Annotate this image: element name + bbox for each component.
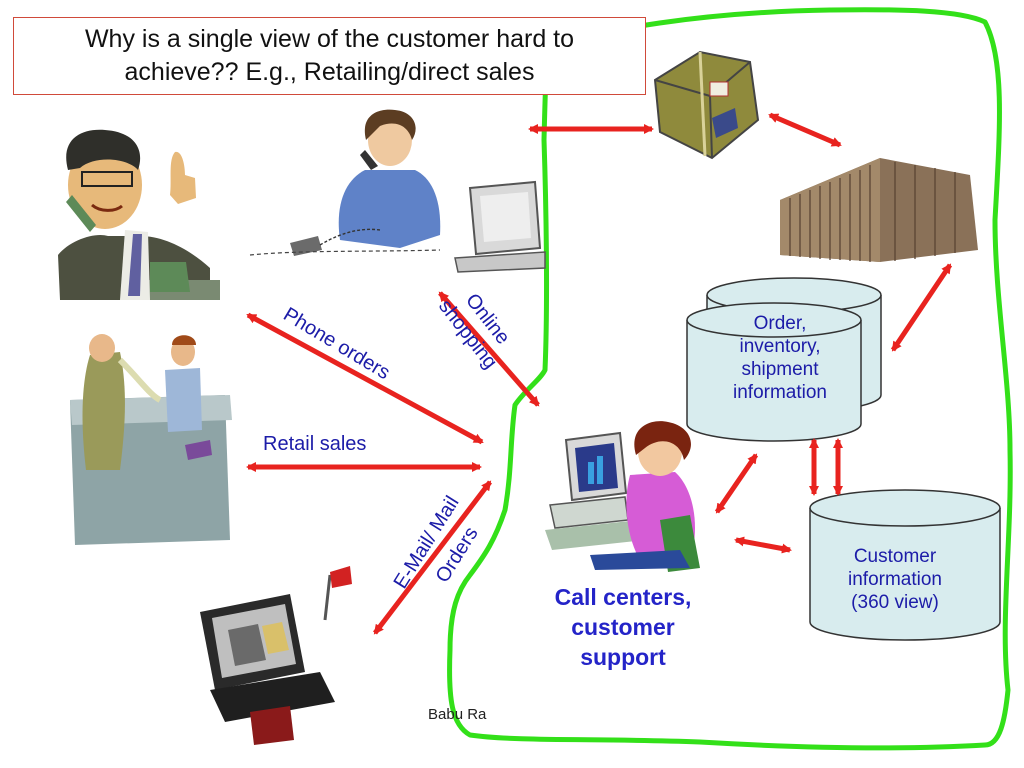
- arrow-package-warehouse: [768, 112, 842, 148]
- order-db-line: inventory,: [739, 336, 821, 357]
- customer-db-label: Customer information (360 view): [815, 545, 975, 614]
- order-database-cylinder: [686, 277, 882, 442]
- call-center-line: support: [580, 644, 666, 670]
- label-retail-sales: Retail sales: [263, 433, 367, 455]
- customer-db-line: (360 view): [851, 592, 939, 613]
- arrow-agent-order-db: [714, 453, 759, 514]
- arrow-email-orders: [373, 480, 492, 635]
- call-center-label: Call centers, customer support: [533, 582, 713, 672]
- call-center-agent-icon: [545, 421, 700, 572]
- phone-man-icon: [58, 129, 220, 300]
- mail-computer-icon: [200, 566, 352, 745]
- customer-db-line: Customer: [853, 546, 937, 567]
- customer-db-line: information: [848, 569, 942, 590]
- title-line-2: achieve?? E.g., Retailing/direct sales: [124, 58, 535, 86]
- phone-woman-computer-icon: [249, 109, 546, 273]
- arrow-agent-customer-db: [734, 536, 792, 554]
- page-title: Why is a single view of the customer har…: [85, 23, 574, 89]
- arrow-online-shopping: [438, 291, 540, 407]
- arrow-warehouse-order-db: [890, 263, 953, 352]
- call-center-line: Call centers,: [554, 584, 692, 610]
- footer-text: Babu Ra: [428, 706, 487, 723]
- package-icon: [653, 50, 760, 160]
- title-box: Why is a single view of the customer har…: [13, 17, 646, 95]
- order-db-line: shipment: [741, 359, 819, 380]
- title-line-1: Why is a single view of the customer har…: [84, 25, 575, 53]
- warehouse-icon: [780, 158, 978, 262]
- customer-database-cylinder: [809, 489, 1001, 641]
- order-db-label: Order, inventory, shipment information: [700, 312, 860, 404]
- order-db-line: information: [733, 382, 827, 403]
- call-center-line: customer: [571, 614, 675, 640]
- order-db-line: Order,: [753, 313, 807, 334]
- arrow-phone-orders: [246, 312, 484, 445]
- retail-counter-icon: [70, 334, 232, 545]
